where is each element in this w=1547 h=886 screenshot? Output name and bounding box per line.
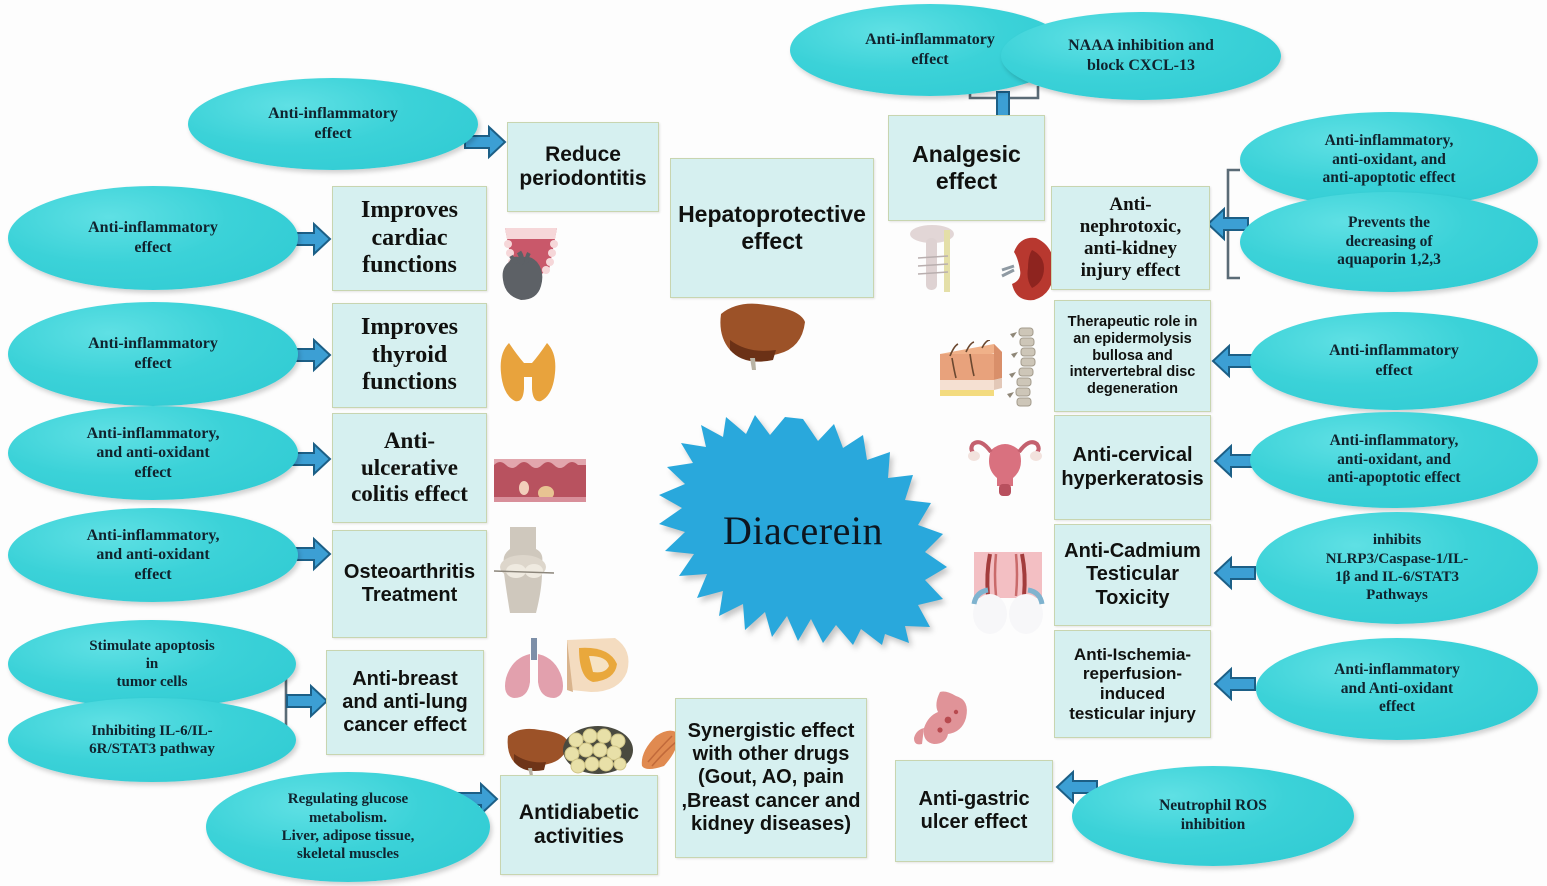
nerve-pain-illustration — [904, 222, 964, 310]
arrow-to-anti-ischemia-reperfusion-injury — [1213, 666, 1257, 702]
liver-illustration — [718, 300, 808, 370]
cause-oval-inhibiting-il6-stat3[interactable]: Inhibiting IL-6/IL-6R/STAT3 pathway — [8, 698, 296, 782]
cause-label: Inhibiting IL-6/IL-6R/STAT3 pathway — [89, 722, 215, 757]
adipose-tissue-illustration — [562, 724, 634, 776]
arrow-to-anti-cancer-effect — [285, 683, 329, 719]
arrow-to-anti-ulcerative-colitis — [288, 441, 332, 477]
heart-illustration — [495, 248, 551, 304]
stomach-illustration — [912, 690, 980, 752]
inflamed-colon-tissue-illustration — [494, 455, 586, 505]
arrow-to-anti-cadmium-testicular-toxicity — [1213, 555, 1257, 591]
liver-illustration — [506, 726, 570, 776]
lungs-illustration — [498, 638, 570, 702]
arrow-to-epidermolysis-bullosa-role — [1211, 343, 1255, 379]
arrow-to-reduce-periodontitis — [463, 124, 507, 160]
testicles-illustration — [966, 552, 1050, 636]
skeletal-muscle-illustration — [638, 728, 682, 772]
uterus-cervix-illustration — [967, 428, 1043, 500]
starburst-shape — [659, 415, 947, 645]
center-node-diacerein: Diacerein — [615, 415, 991, 645]
center-node-label: Diacerein — [723, 507, 883, 553]
knee-joint-illustration — [492, 527, 558, 613]
spine-illustration — [1005, 326, 1045, 408]
breast-cross-section-illustration — [565, 634, 635, 698]
skin-layers-illustration — [936, 340, 1006, 402]
thyroid-gland-illustration — [493, 337, 563, 411]
kidney-illustration — [1000, 236, 1056, 302]
